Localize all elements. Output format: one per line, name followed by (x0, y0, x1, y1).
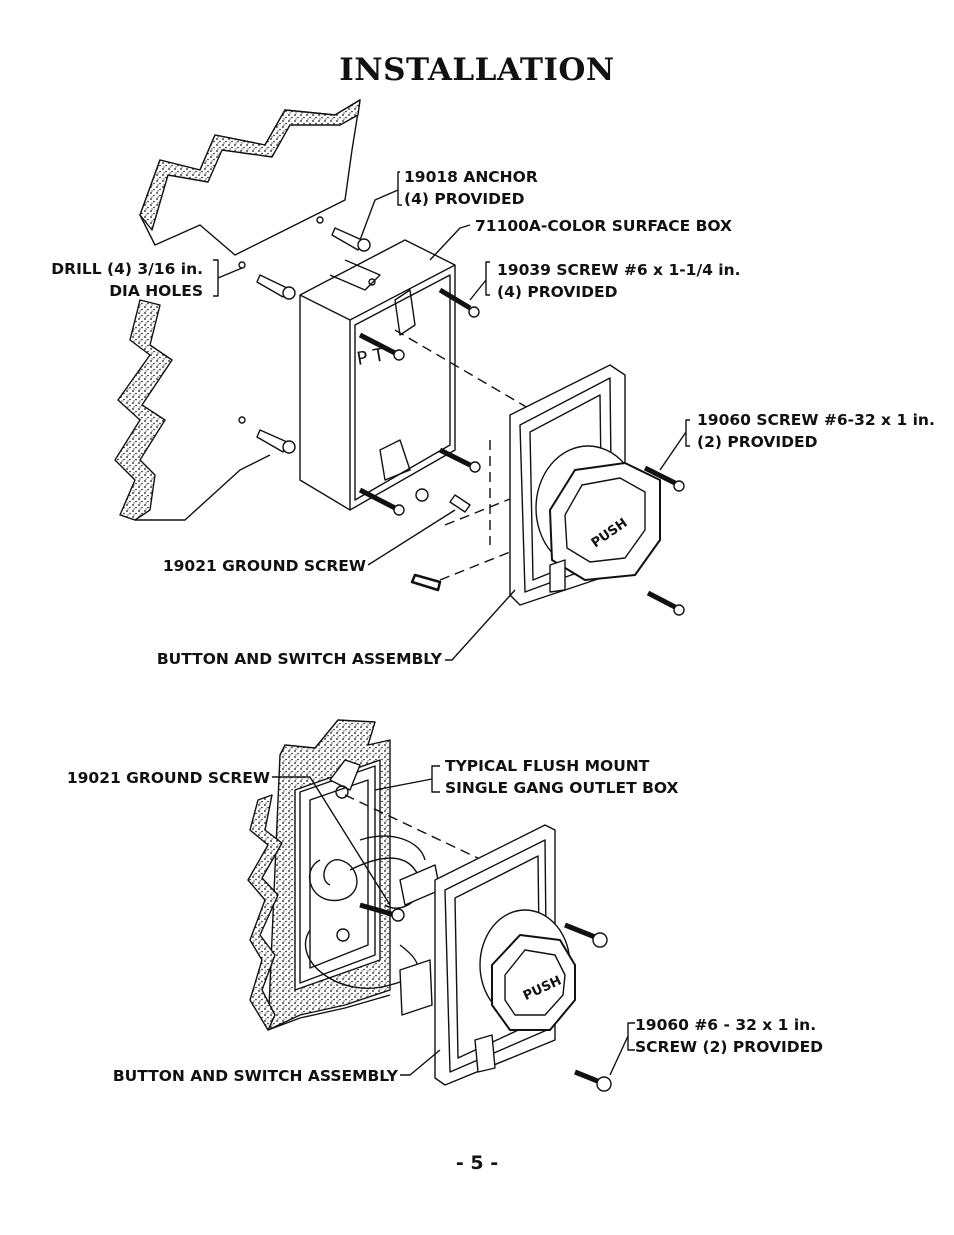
screw-19060-label-bottom-line2: SCREW (2) PROVIDED (635, 1038, 824, 1056)
outlet-box-label-line1: TYPICAL FLUSH MOUNT (445, 757, 650, 775)
button-switch-assembly-top: PUSH (509, 364, 661, 606)
screw-19060-label-bottom-line1: 19060 #6 - 32 x 1 in. (635, 1016, 817, 1034)
assembly-label-bottom: BUTTON AND SWITCH ASSEMBLY (112, 1067, 398, 1085)
screw-19060-icon (564, 922, 612, 1092)
screw-19039-icon (358, 287, 481, 516)
outlet-box-label: TYPICAL FLUSH MOUNT SINGLE GANG OUTLET B… (445, 755, 678, 799)
screw-19060-icon (643, 465, 685, 616)
drill-label-line2: DIA HOLES (109, 282, 203, 300)
screw-19060-label-line1: 19060 SCREW #6-32 x 1 in. (697, 411, 935, 429)
screw-19060-label-bottom: 19060 #6 - 32 x 1 in. SCREW (2) PROVIDED (635, 1014, 823, 1058)
surface-box-label: 71100A-COLOR SURFACE BOX (475, 217, 732, 235)
screw-19039-label-line1: 19039 SCREW #6 x 1-1/4 in. (497, 261, 741, 279)
page-number: - 5 - (455, 1152, 499, 1174)
screw-19060-label: 19060 SCREW #6-32 x 1 in. (2) PROVIDED (697, 409, 935, 453)
anchor-label-line2: (4) PROVIDED (404, 190, 525, 208)
drill-label-line1: DRILL (4) 3/16 in. (51, 260, 203, 278)
ground-screw-label-bottom: 19021 GROUND SCREW (66, 769, 270, 787)
ground-screw-icon (359, 902, 405, 922)
anchor-label: 19018 ANCHOR (4) PROVIDED (404, 166, 538, 210)
screw-19060-label-line2: (2) PROVIDED (697, 433, 818, 451)
anchor-icon (238, 216, 371, 454)
page-title: INSTALLATION (339, 52, 615, 88)
ground-screw-icon (410, 488, 471, 592)
outlet-box-label-line2: SINGLE GANG OUTLET BOX (445, 779, 679, 797)
ground-screw-label: 19021 GROUND SCREW (162, 557, 366, 575)
assembly-label: BUTTON AND SWITCH ASSEMBLY (156, 650, 442, 668)
screw-19039-label-line2: (4) PROVIDED (497, 283, 618, 301)
screw-19039-label: 19039 SCREW #6 x 1-1/4 in. (4) PROVIDED (497, 259, 741, 303)
anchor-label-line1: 19018 ANCHOR (404, 168, 538, 186)
outlet-box (299, 759, 426, 989)
surface-box: P T (299, 239, 456, 511)
wall-section-top (114, 99, 361, 521)
drill-label: DRILL (4) 3/16 in. DIA HOLES (30, 258, 203, 302)
button-switch-assembly-bottom: PUSH (399, 824, 576, 1086)
